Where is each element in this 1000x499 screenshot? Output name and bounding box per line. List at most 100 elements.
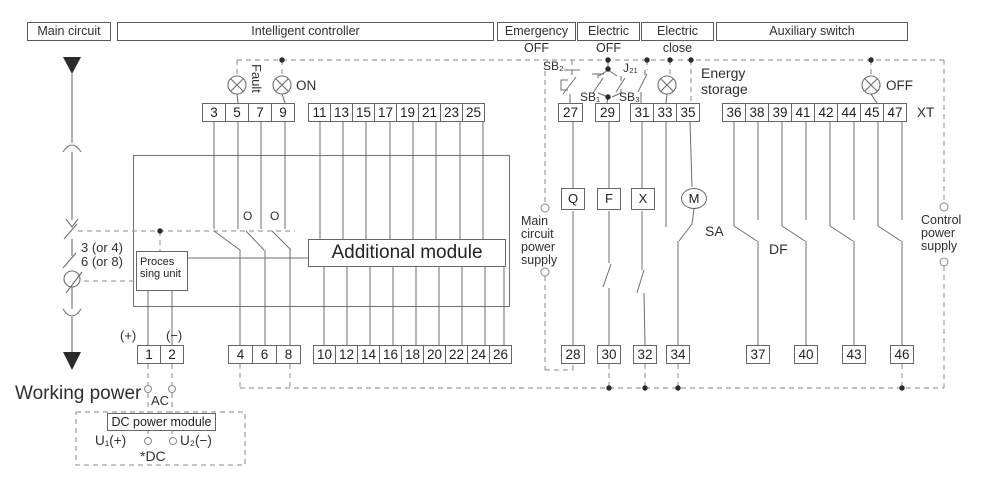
- terminal-strip-4-8: 4 6 8: [228, 345, 301, 364]
- sb3-label: SB₃: [619, 90, 640, 104]
- terminal-46: 46: [890, 345, 914, 364]
- main-supply-terminal-icon: [540, 203, 550, 213]
- terminal-9: 9: [271, 103, 295, 122]
- drawout-contact-lower-icon: [62, 308, 82, 317]
- main-supply-label: Main circuit power supply: [521, 214, 558, 267]
- header-electric-close: Electric close: [641, 22, 714, 55]
- terminal-47: 47: [883, 103, 907, 122]
- terminal-42: 42: [814, 103, 838, 122]
- terminal-27-cell: 27: [558, 103, 583, 122]
- sb3-open-button-icon: [637, 70, 648, 103]
- ac-terminal-icon: [144, 385, 152, 393]
- terminal-strip-11-25: 11 13 15 17 19 21 23 25: [308, 103, 485, 122]
- f-contact-blade-icon: [602, 263, 612, 288]
- header-emergency-off: Emergency OFF: [497, 22, 576, 55]
- terminal-11: 11: [308, 103, 331, 122]
- terminal-44: 44: [837, 103, 861, 122]
- terminal-31: 31: [630, 103, 654, 122]
- terminal-24: 24: [467, 345, 490, 364]
- indicator-lamps: [227, 75, 881, 104]
- on-label: ON: [296, 78, 317, 93]
- terminal-6: 6: [252, 345, 277, 364]
- controller-wiring: [147, 122, 505, 345]
- aux-contact-blade-icon: [877, 225, 902, 242]
- terminal-41: 41: [791, 103, 815, 122]
- control-supply-line-1: Control: [921, 213, 962, 227]
- x-contact-blade-icon: [636, 269, 645, 294]
- terminal-27: 27: [558, 103, 583, 122]
- minus-label: (−): [166, 328, 183, 343]
- aux-contact-blade-icon: [781, 225, 806, 242]
- connection-terminals: [144, 202, 949, 445]
- terminal-strip-31-35: 31 33 35: [630, 103, 700, 122]
- terminal-5: 5: [225, 103, 249, 122]
- terminal-40-cell: 40: [794, 345, 818, 364]
- auxiliary-switch-wiring: [733, 122, 903, 345]
- terminal-34: 34: [666, 345, 690, 364]
- terminal-3: 3: [202, 103, 226, 122]
- dc-module-boundary: [75, 411, 246, 466]
- off-lamp-icon: [861, 75, 881, 104]
- terminal-40: 40: [794, 345, 818, 364]
- terminal-18: 18: [401, 345, 424, 364]
- u2-label: U₂(−): [180, 433, 212, 448]
- terminal-37-cell: 37: [746, 345, 770, 364]
- terminal-20: 20: [423, 345, 446, 364]
- terminal-10: 10: [313, 345, 336, 364]
- relay-x: X: [631, 188, 655, 210]
- terminal-13: 13: [330, 103, 353, 122]
- terminal-7: 7: [248, 103, 272, 122]
- terminal-17: 17: [374, 103, 397, 122]
- working-power-label: Working power: [15, 383, 142, 404]
- terminal-45: 45: [860, 103, 884, 122]
- pole-count-label-2: 6 (or 8): [81, 254, 123, 269]
- terminal-22: 22: [445, 345, 468, 364]
- terminal-strip-1-2: 1 2: [137, 345, 184, 364]
- terminal-39: 39: [768, 103, 792, 122]
- terminal-25: 25: [462, 103, 485, 122]
- aux-contact-blade-icon: [829, 225, 854, 242]
- ac-label: AC: [151, 393, 170, 408]
- pole-count-label-1: 3 (or 4): [81, 240, 123, 255]
- main-supply-line-1: Main: [521, 214, 549, 228]
- sb2-emergency-button-icon: [560, 69, 580, 103]
- terminal-46-cell: 46: [890, 345, 914, 364]
- drawout-contact-upper-icon: [62, 144, 82, 153]
- energy-storage-label-1: Energy: [701, 65, 746, 81]
- dc-label: *DC: [140, 448, 166, 464]
- terminal-29-cell: 29: [595, 103, 620, 122]
- terminal-12: 12: [335, 345, 358, 364]
- control-supply-terminal-icon: [939, 202, 949, 212]
- aux-contact-blade-icon: [733, 225, 758, 242]
- header-main-circuit: Main circuit: [27, 22, 111, 41]
- terminal-43: 43: [842, 345, 866, 364]
- main-contact-blade-icon: [245, 230, 265, 251]
- main-supply-terminal-icon: [540, 267, 550, 277]
- terminal-1: 1: [137, 345, 161, 364]
- terminal-35: 35: [676, 103, 700, 122]
- control-supply-label: Control power supply: [921, 213, 962, 253]
- j21-contact-blade-icon: [615, 77, 626, 93]
- control-supply-line-2: power: [921, 226, 956, 240]
- dc-terminal-icon: [169, 437, 177, 445]
- on-lamp-icon: [272, 75, 292, 104]
- control-supply-terminal-icon: [939, 257, 949, 267]
- terminal-28: 28: [561, 345, 585, 364]
- main-supply-line-3: power: [521, 240, 556, 254]
- terminal-34-cell: 34: [666, 345, 690, 364]
- j21-label: J₂₁: [623, 61, 638, 75]
- sb1-contact-blade-icon: [592, 77, 604, 94]
- sa-contact-blade-icon: [678, 223, 693, 242]
- terminal-23: 23: [440, 103, 463, 122]
- terminal-29: 29: [595, 103, 620, 122]
- junction-dots: [157, 57, 905, 391]
- fault-label: Fault: [249, 64, 264, 93]
- terminal-strip-36-47: 36 38 39 41 42 44 45 47: [722, 103, 907, 122]
- terminal-4: 4: [228, 345, 253, 364]
- fault-lamp-icon: [227, 75, 247, 104]
- terminal-36: 36: [722, 103, 746, 122]
- terminal-32-cell: 32: [633, 345, 657, 364]
- terminal-19: 19: [396, 103, 419, 122]
- control-supply-line-3: supply: [921, 239, 958, 253]
